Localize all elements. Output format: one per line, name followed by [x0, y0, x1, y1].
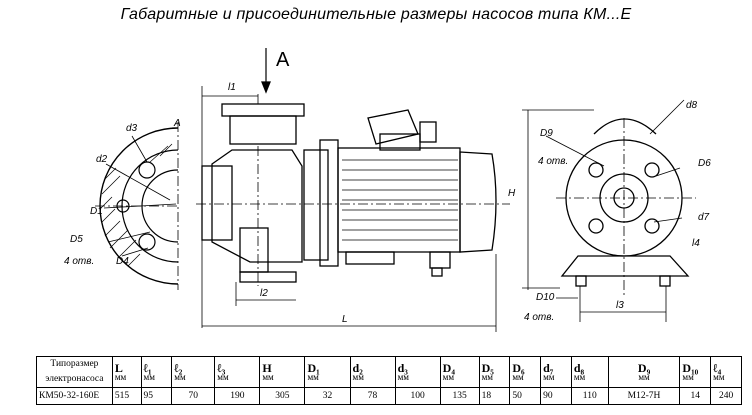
table-cell: 95: [140, 387, 173, 405]
page-title: Габаритные и присоединительные размеры н…: [120, 6, 632, 23]
table-cell: 14: [679, 387, 712, 405]
table-cell: 515: [111, 387, 142, 405]
label-D1: D1: [90, 206, 103, 217]
table-cell: 50: [509, 387, 542, 405]
table-cell: 90: [540, 387, 572, 405]
label-l4: l4: [692, 238, 700, 249]
label-l2: l2: [260, 288, 268, 299]
technical-drawing: d3 A d2 D1 D5 4 отв. D4: [64, 48, 711, 332]
label-d8: d8: [686, 100, 698, 111]
label-l1: l1: [228, 82, 236, 93]
table-cell: 190: [214, 387, 261, 405]
label-holes-bottom: 4 отв.: [524, 312, 554, 323]
label-l3: l3: [616, 300, 624, 311]
end-view: [522, 99, 696, 322]
flange-view: [95, 122, 180, 290]
label-L: L: [342, 314, 348, 325]
label-D10: D10: [536, 292, 555, 303]
table-row: КМ50-32-160Е 515 95 70 190 305 32 78 100…: [36, 387, 742, 405]
table-cell: 110: [570, 387, 609, 405]
label-view-a: A: [276, 49, 290, 71]
table-cell: 70: [171, 387, 216, 405]
label-holes-left: 4 отв.: [64, 256, 94, 267]
table-cell: 240: [710, 387, 742, 405]
side-view: [196, 48, 510, 332]
label-D4: D4: [116, 256, 129, 267]
label-D9: D9: [540, 128, 553, 139]
label-d3: d3: [126, 123, 138, 134]
label-D5: D5: [70, 234, 83, 245]
label-d7: d7: [698, 212, 710, 223]
label-D6: D6: [698, 158, 711, 169]
label-H: H: [508, 188, 516, 199]
label-holes-top: 4 отв.: [538, 156, 568, 167]
table-cell: 32: [304, 387, 351, 405]
table-cell: 305: [259, 387, 306, 405]
table-cell: M12-7H: [607, 387, 681, 405]
label-flange-view-a: A: [173, 118, 181, 129]
table-cell: 135: [439, 387, 480, 405]
table-cell: КМ50-32-160Е: [36, 387, 113, 405]
label-d2: d2: [96, 154, 108, 165]
table-cell: 100: [394, 387, 441, 405]
table-cell: 18: [478, 387, 511, 405]
table-cell: 78: [349, 387, 396, 405]
